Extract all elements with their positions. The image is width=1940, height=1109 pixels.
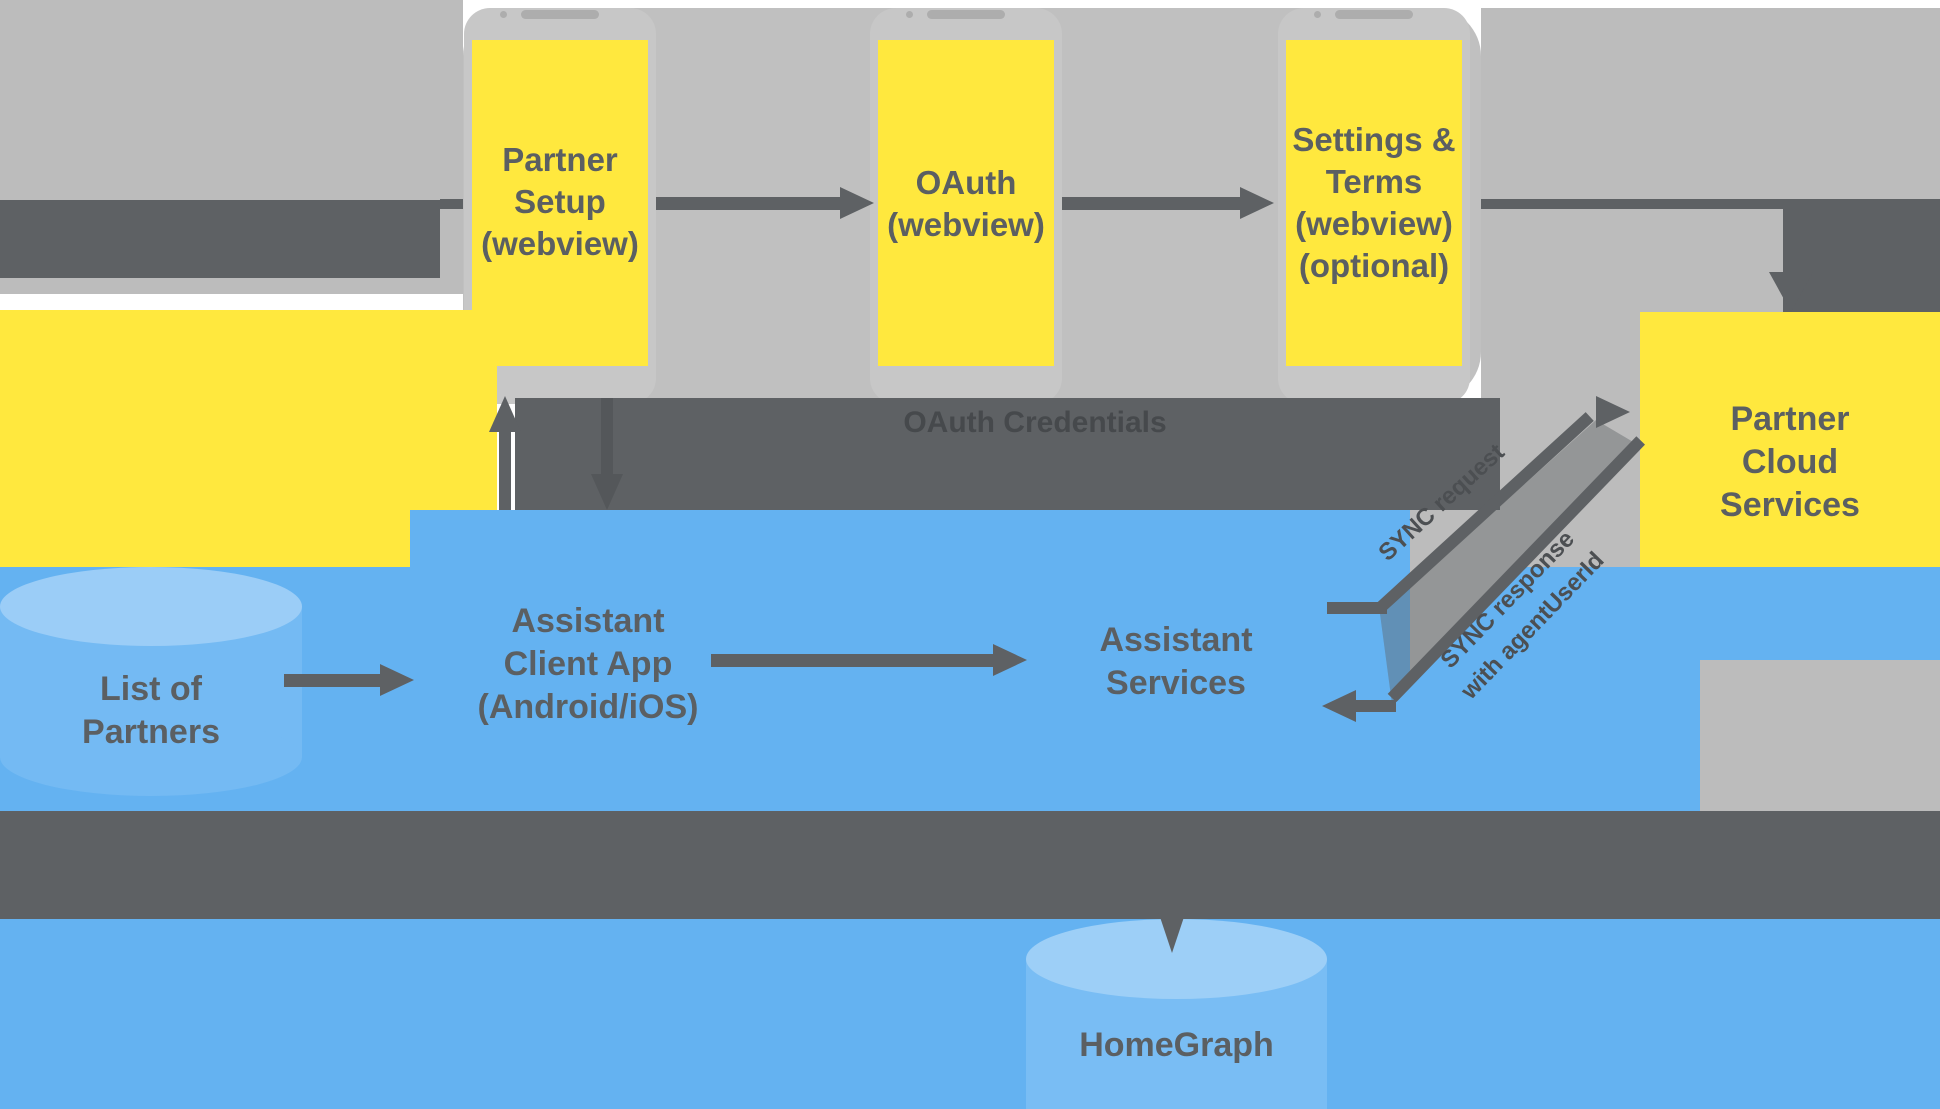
homegraph-label: HomeGraph	[1079, 1026, 1274, 1064]
arrow-sync-request-stub	[1327, 602, 1387, 614]
oauth-label: OAuth (webview)	[870, 162, 1062, 246]
camera-dot-icon	[906, 11, 913, 18]
label-line: Setup	[514, 183, 606, 220]
arrow-app-to-services	[711, 654, 993, 667]
assistant-services-label: Assistant Services	[1026, 619, 1326, 705]
right-arrowhead-icon	[840, 187, 874, 219]
down-arrowhead-icon	[591, 474, 623, 510]
arrow-partners-to-app	[284, 674, 380, 687]
label-line: Terms	[1325, 163, 1423, 200]
label-line: (Android/iOS)	[477, 688, 699, 726]
camera-dot-icon	[1314, 11, 1321, 18]
partner-setup-label: Partner Setup (webview)	[464, 139, 656, 265]
label-line: Assistant	[511, 602, 665, 640]
arrow-oauth-to-settings	[1062, 197, 1240, 210]
label-line: Client App	[503, 645, 673, 683]
label-line: Cloud	[1741, 443, 1839, 481]
label-line: Services	[1720, 486, 1860, 524]
label-line: Services	[1106, 664, 1246, 702]
arrow-app-launches-webview	[499, 432, 511, 510]
speaker-slot-icon	[1335, 10, 1413, 19]
label-line: Partners	[82, 713, 220, 751]
right-arrowhead-icon	[993, 644, 1027, 676]
label-line: (webview)	[481, 225, 639, 262]
label-line: OAuth	[915, 164, 1017, 201]
partner-setup-screen	[472, 40, 648, 366]
label-line: (optional)	[1298, 247, 1450, 284]
assistant-client-app-label: Assistant Client App (Android/iOS)	[438, 600, 738, 729]
label-line: (webview)	[887, 206, 1045, 243]
label-line: Settings &	[1292, 121, 1456, 158]
settings-terms-screen	[1286, 40, 1462, 366]
settings-terms-label: Settings & Terms (webview) (optional)	[1278, 119, 1470, 287]
speaker-slot-icon	[927, 10, 1005, 19]
up-arrowhead-icon	[489, 396, 521, 432]
oauth-screen	[878, 40, 1054, 366]
partner-cloud-services-label: Partner Cloud Services	[1640, 398, 1940, 527]
oauth-credentials-band	[515, 398, 1500, 510]
arrow-credentials-to-app	[601, 398, 613, 474]
speaker-slot-icon	[521, 10, 599, 19]
bottom-blue-band	[0, 919, 1940, 1109]
right-arrowhead-icon	[1596, 396, 1630, 428]
list-of-partners-label: List of Partners	[0, 668, 302, 754]
label-line: Assistant	[1099, 621, 1253, 659]
gray-background-patch	[1700, 660, 1940, 811]
label-line: List of	[100, 670, 202, 708]
arrow-setup-to-oauth	[656, 197, 840, 210]
oauth-credentials-label: OAuth Credentials	[903, 406, 1167, 439]
label-line: Partner	[1730, 400, 1850, 438]
cylinder-top	[0, 567, 302, 646]
right-arrowhead-icon	[380, 664, 414, 696]
left-arrowhead-icon	[1322, 690, 1356, 722]
cylinder-bottom	[0, 718, 302, 796]
down-arrowhead-icon	[1158, 911, 1186, 953]
label-line: (webview)	[1295, 205, 1453, 242]
down-arrowhead-icon	[1769, 272, 1813, 312]
label-line: Partner	[502, 141, 618, 178]
bottom-dark-band	[0, 811, 1940, 919]
left-dark-arrow-band	[0, 200, 440, 278]
right-arrowhead-icon	[1240, 187, 1274, 219]
camera-dot-icon	[500, 11, 507, 18]
